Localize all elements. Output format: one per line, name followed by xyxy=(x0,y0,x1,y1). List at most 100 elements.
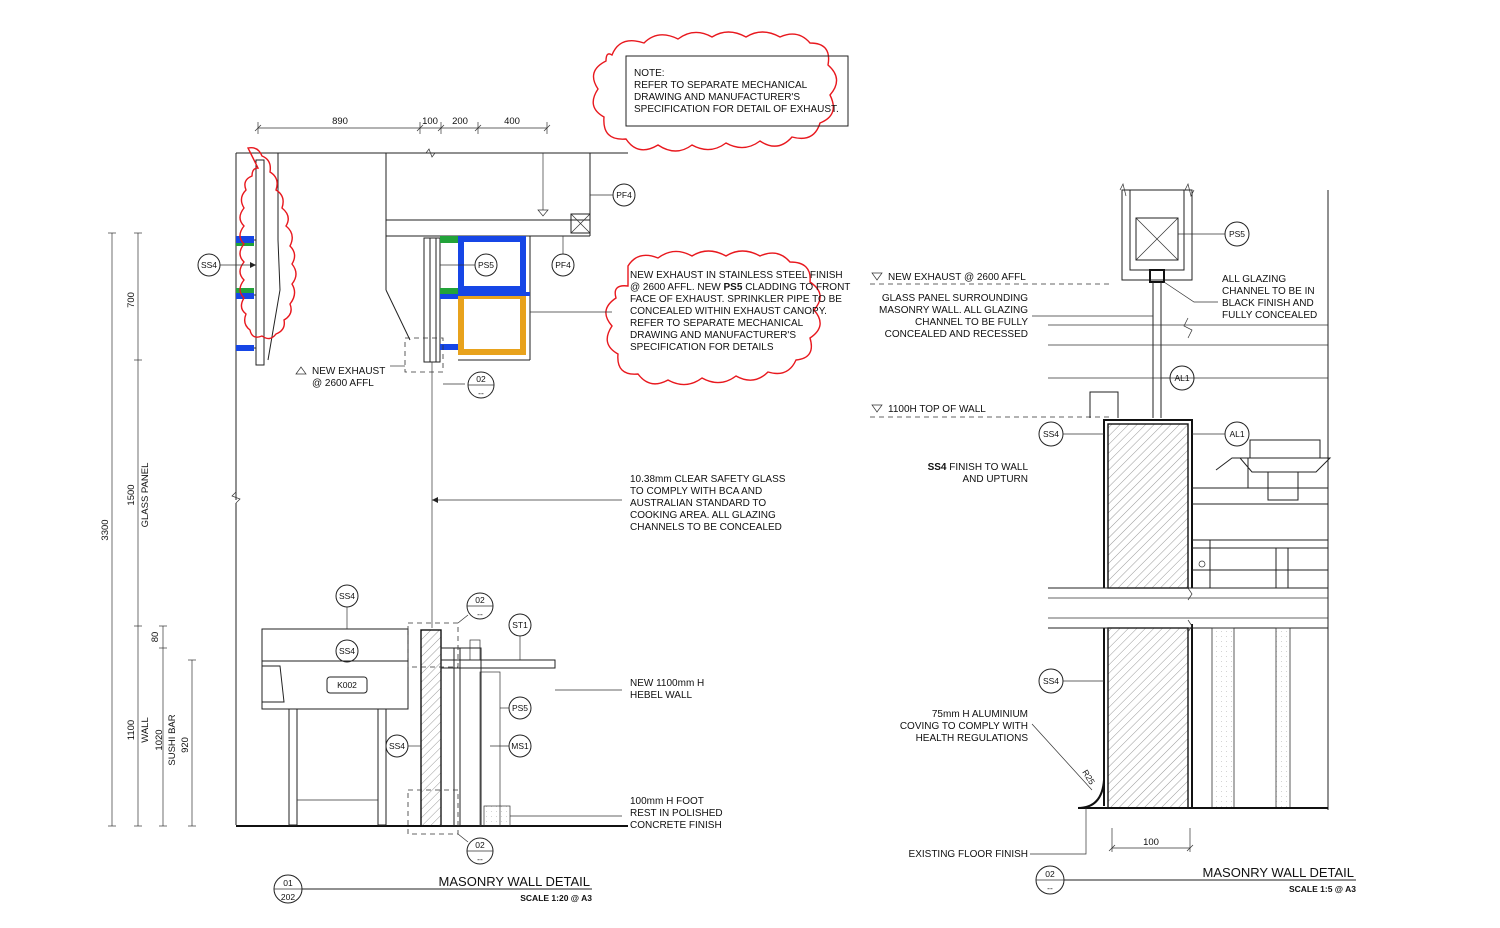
svg-text:--: -- xyxy=(1047,883,1053,893)
svg-text:--: -- xyxy=(477,609,483,619)
section-marker-02-mid: 02 -- xyxy=(457,592,494,624)
tag-ss4-upper: SS4 xyxy=(197,253,256,277)
svg-text:1500: 1500 xyxy=(126,484,137,505)
scale-left: SCALE 1:20 @ A3 xyxy=(520,893,592,903)
svg-text:SUSHI BAR: SUSHI BAR xyxy=(167,714,178,765)
svg-text:AUSTRALIAN STANDARD TO: AUSTRALIAN STANDARD TO xyxy=(630,498,766,509)
foot-rest-note: 100mm H FOOT REST IN POLISHED CONCRETE F… xyxy=(510,796,723,831)
tag-ss4-right-lower: SS4 xyxy=(1038,668,1104,694)
svg-text:100mm H FOOT: 100mm H FOOT xyxy=(630,796,704,807)
title-right: MASONRY WALL DETAIL xyxy=(1203,865,1354,880)
svg-text:COOKING AREA. ALL GLAZING: COOKING AREA. ALL GLAZING xyxy=(630,510,776,521)
svg-text:FULLY CONCEALED: FULLY CONCEALED xyxy=(1222,310,1317,321)
svg-text:CONCEALED AND RECESSED: CONCEALED AND RECESSED xyxy=(885,329,1028,340)
dim-890: 890 xyxy=(332,116,348,127)
exhaust-canopy xyxy=(404,235,531,628)
svg-text:1100H TOP OF WALL: 1100H TOP OF WALL xyxy=(888,404,986,415)
tag-ps5-canopy: PS5 xyxy=(440,253,498,277)
dim-400: 400 xyxy=(504,116,520,127)
svg-text:SS4: SS4 xyxy=(339,646,355,656)
svg-text:AL1: AL1 xyxy=(1229,429,1244,439)
svg-text:02: 02 xyxy=(475,840,485,850)
ceiling-bulkhead xyxy=(235,148,628,370)
mechanical-note-cloud: NOTE: REFER TO SEPARATE MECHANICAL DRAWI… xyxy=(592,31,849,152)
ss4-finish-note: SS4 FINISH TO WALL AND UPTURN xyxy=(928,462,1029,485)
tag-pf4-top: PF4 xyxy=(590,183,636,207)
svg-text:R25: R25 xyxy=(1080,768,1097,787)
svg-text:CHANNELS TO BE CONCEALED: CHANNELS TO BE CONCEALED xyxy=(630,522,782,533)
svg-text:100: 100 xyxy=(1143,837,1159,848)
svg-text:1020: 1020 xyxy=(154,729,165,750)
svg-text:202: 202 xyxy=(281,892,295,902)
svg-text:NEW EXHAUST: NEW EXHAUST xyxy=(312,366,385,377)
exhaust-note-cloud: NEW EXHAUST IN STAINLESS STEEL FINISH @ … xyxy=(530,250,850,386)
title-left: MASONRY WALL DETAIL xyxy=(439,874,590,889)
title-block-left: 01 202 MASONRY WALL DETAIL SCALE 1:20 @ … xyxy=(273,874,592,904)
svg-text:02: 02 xyxy=(475,595,485,605)
ps5-panel-orange xyxy=(458,293,526,355)
svg-text:SS4: SS4 xyxy=(1043,429,1059,439)
hebel-wall-section: ST1 PS5 MS1 SS4 xyxy=(385,613,556,835)
svg-text:EXISTING FLOOR FINISH: EXISTING FLOOR FINISH xyxy=(909,849,1028,860)
coving-note: 75mm H ALUMINIUM COVING TO COMPLY WITH H… xyxy=(900,709,1093,791)
glass-panel-note: GLASS PANEL SURROUNDING MASONRY WALL. AL… xyxy=(879,293,1153,340)
section-marker-02-top: 02 -- xyxy=(443,371,495,399)
floor-and-coving: R25 EXISTING FLOOR FINISH xyxy=(909,768,1328,860)
title-block-right: 02 -- MASONRY WALL DETAIL SCALE 1:5 @ A3 xyxy=(1035,865,1356,895)
detail-02-section: PS5 ALL GLAZING CHANNEL TO BE IN BLACK F… xyxy=(870,182,1356,895)
svg-text:PF4: PF4 xyxy=(555,260,571,270)
tag-pf4-lower: PF4 xyxy=(551,236,575,277)
svg-text:WALL: WALL xyxy=(140,717,151,743)
tag-k002: K002 xyxy=(337,680,357,690)
svg-text:700: 700 xyxy=(126,292,137,308)
svg-text:10.38mm CLEAR SAFETY GLASS: 10.38mm CLEAR SAFETY GLASS xyxy=(630,474,786,485)
svg-text:AL1: AL1 xyxy=(1174,373,1189,383)
ps5-panel-blue xyxy=(458,236,526,292)
svg-text:SS4: SS4 xyxy=(339,591,355,601)
svg-text:NEW EXHAUST @ 2600 AFFL: NEW EXHAUST @ 2600 AFFL xyxy=(888,272,1026,283)
svg-text:HEBEL WALL: HEBEL WALL xyxy=(630,690,692,701)
svg-text:REFER TO SEPARATE MECHANICAL: REFER TO SEPARATE MECHANICAL xyxy=(634,80,808,91)
svg-text:REFER TO SEPARATE MECHANICAL: REFER TO SEPARATE MECHANICAL xyxy=(630,318,804,329)
top-glazing-channel: PS5 ALL GLAZING CHANNEL TO BE IN BLACK F… xyxy=(1119,182,1329,810)
svg-text:SPECIFICATION FOR DETAILS: SPECIFICATION FOR DETAILS xyxy=(630,342,774,353)
svg-text:NOTE:: NOTE: xyxy=(634,68,665,79)
svg-text:02: 02 xyxy=(1045,869,1055,879)
svg-text:PF4: PF4 xyxy=(616,190,632,200)
svg-text:ALL GLAZING: ALL GLAZING xyxy=(1222,274,1286,285)
tag-ss4-right-top: SS4 xyxy=(1038,421,1104,447)
svg-text:PS5: PS5 xyxy=(512,703,528,713)
svg-text:02: 02 xyxy=(476,374,486,384)
svg-text:ST1: ST1 xyxy=(512,620,528,630)
vertical-dimensions: 3300 700 1500 GLASS PANEL 1100 WALL 80 1… xyxy=(100,232,196,827)
svg-text:SS4 FINISH TO WALL: SS4 FINISH TO WALL xyxy=(928,462,1029,473)
svg-text:@ 2600 AFFL. NEW PS5 CLADDING: @ 2600 AFFL. NEW PS5 CLADDING TO FRONT xyxy=(630,282,850,293)
svg-text:CHANNEL TO BE IN: CHANNEL TO BE IN xyxy=(1222,286,1315,297)
svg-text:SS4: SS4 xyxy=(389,741,405,751)
svg-text:FACE OF EXHAUST. SPRINKLER PIP: FACE OF EXHAUST. SPRINKLER PIPE TO BE xyxy=(630,294,842,305)
sink-bench: K002 SS4 SS4 xyxy=(261,584,409,826)
svg-text:--: -- xyxy=(477,854,483,864)
dim-100: 100 xyxy=(422,116,438,127)
left-glazing-column xyxy=(231,146,297,825)
svg-text:GLASS PANEL: GLASS PANEL xyxy=(140,463,151,528)
svg-text:AND UPTURN: AND UPTURN xyxy=(962,474,1028,485)
svg-text:@ 2600 AFFL: @ 2600 AFFL xyxy=(312,378,374,389)
sushi-bar-counter xyxy=(1192,439,1332,809)
blue-glazing-channel xyxy=(236,236,254,243)
bottom-dimension-100: 100 xyxy=(1108,828,1194,852)
svg-text:HEALTH REGULATIONS: HEALTH REGULATIONS xyxy=(916,733,1029,744)
tag-al1-right: AL1 xyxy=(1192,421,1250,447)
svg-text:CHANNEL TO BE FULLY: CHANNEL TO BE FULLY xyxy=(915,317,1028,328)
svg-text:TO COMPLY WITH BCA AND: TO COMPLY WITH BCA AND xyxy=(630,486,762,497)
svg-text:BLACK FINISH AND: BLACK FINISH AND xyxy=(1222,298,1314,309)
svg-text:80: 80 xyxy=(150,632,161,643)
svg-text:SPECIFICATION FOR DETAIL OF EX: SPECIFICATION FOR DETAIL OF EXHAUST. xyxy=(634,104,839,115)
svg-text:--: -- xyxy=(478,388,484,398)
new-exhaust-label-left: NEW EXHAUST @ 2600 AFFL xyxy=(295,365,405,389)
svg-text:COVING TO COMPLY WITH: COVING TO COMPLY WITH xyxy=(900,721,1028,732)
glass-pane-section: AL1 xyxy=(1048,282,1328,418)
safety-glass-note: 10.38mm CLEAR SAFETY GLASS TO COMPLY WIT… xyxy=(432,474,786,533)
top-of-wall-label: 1100H TOP OF WALL xyxy=(870,404,1110,418)
